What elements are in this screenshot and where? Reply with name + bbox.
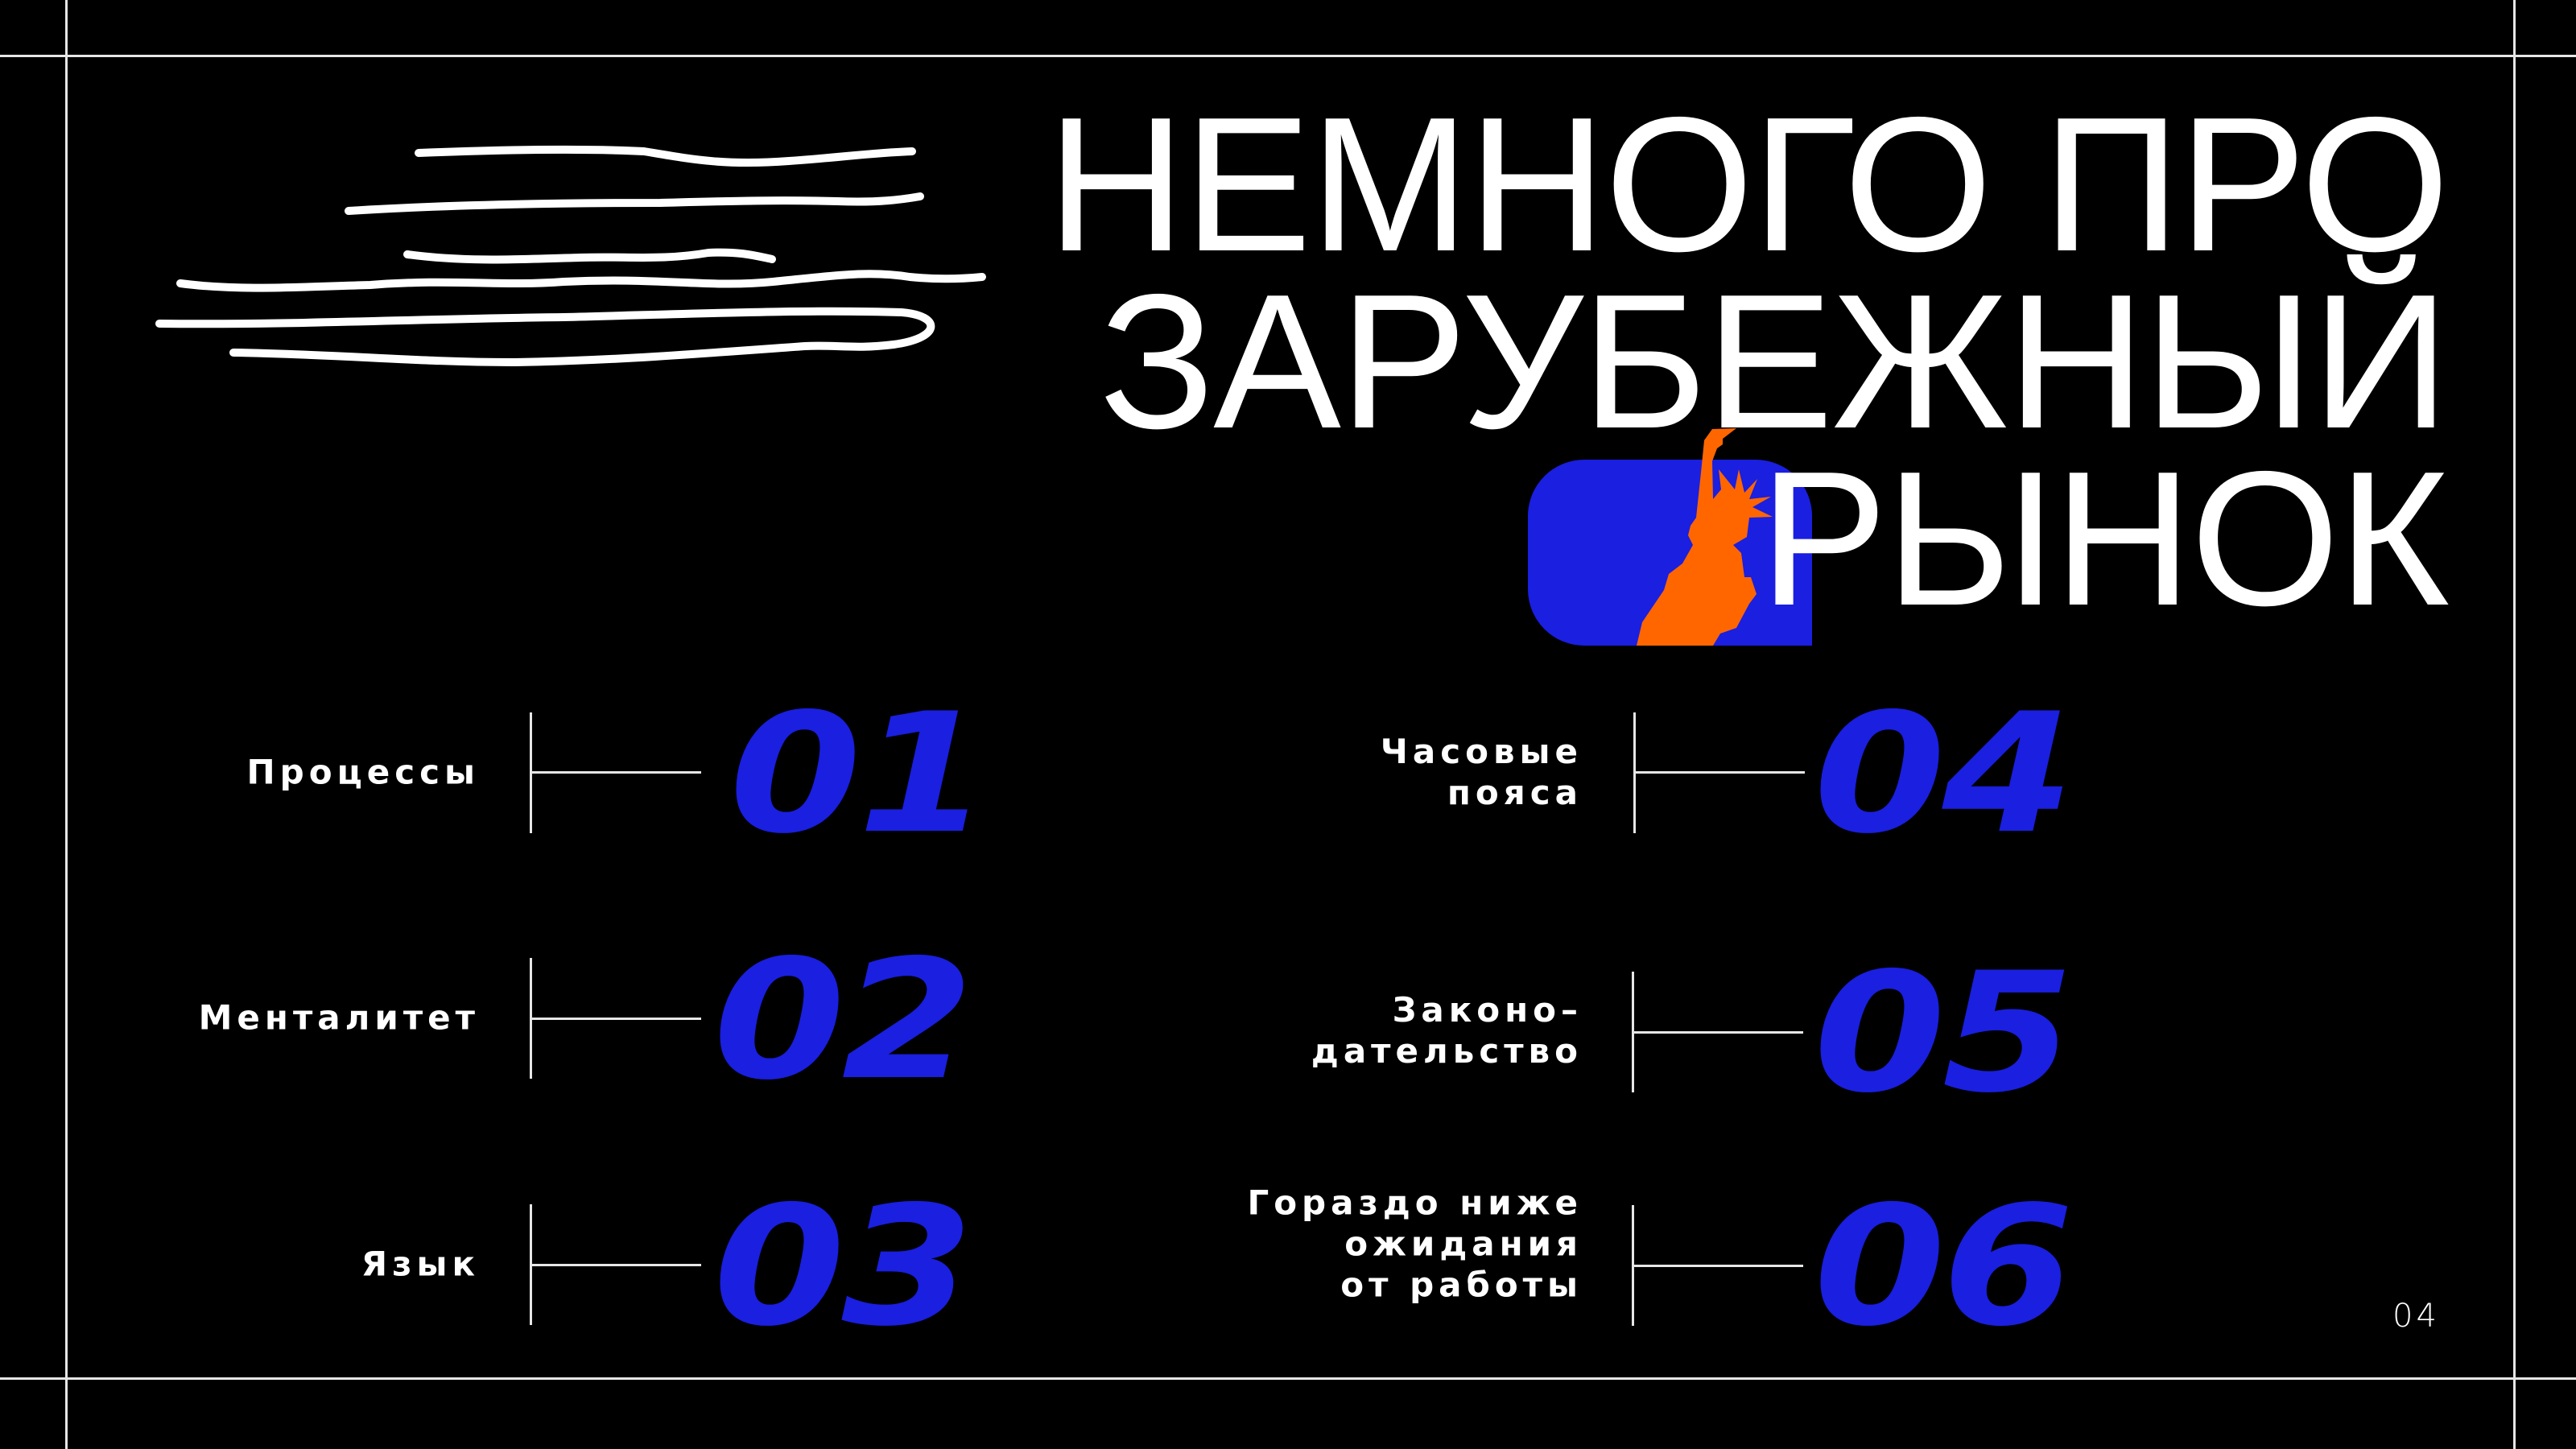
item-number-02: 02 <box>713 925 973 1117</box>
label-line: дательство <box>1311 1031 1583 1071</box>
item-label-mentality: Менталитет <box>199 997 480 1038</box>
item-connector <box>530 1018 701 1020</box>
grid-line-right <box>2513 0 2516 1449</box>
label-line: Язык <box>361 1244 480 1284</box>
item-label-language: Язык <box>361 1244 480 1285</box>
title-line-2: ЗАРУБЕЖНЫЙ <box>1099 255 2450 469</box>
item-number-01: 01 <box>729 679 989 870</box>
label-line: Процессы <box>246 752 480 792</box>
scribble-lines <box>155 145 986 367</box>
label-line: пояса <box>1447 773 1583 812</box>
grid-line-bottom <box>0 1377 2576 1380</box>
item-connector <box>1633 1031 1803 1034</box>
item-connector <box>530 1264 701 1266</box>
item-label-timezones: Часовые пояса <box>1381 731 1583 813</box>
item-label-processes: Процессы <box>247 752 480 793</box>
title-line-1: НЕМНОГО ПРО <box>1046 78 2450 291</box>
item-number-05: 05 <box>1814 938 2074 1129</box>
page-number: 04 <box>2392 1298 2440 1335</box>
item-number-03: 03 <box>713 1171 973 1363</box>
item-connector <box>1633 1265 1803 1267</box>
item-number-06: 06 <box>1814 1171 2074 1363</box>
grid-line-top <box>0 55 2576 57</box>
label-line: от работы <box>1340 1265 1583 1305</box>
grid-line-left <box>65 0 68 1449</box>
label-line: Менталитет <box>198 997 480 1038</box>
item-connector <box>1634 771 1805 774</box>
item-label-expectations: Гораздо ниже ожидания от работы <box>1247 1183 1583 1306</box>
item-number-04: 04 <box>1814 679 2074 870</box>
item-label-legislation: Законо– дательство <box>1311 989 1583 1071</box>
title-line-3: РЫНОК <box>1759 432 2450 646</box>
label-line: Гораздо ниже <box>1247 1183 1583 1223</box>
item-connector <box>530 771 701 774</box>
label-line: Часовые <box>1380 732 1583 771</box>
label-line: Законо– <box>1392 990 1583 1030</box>
statue-of-liberty-icon <box>1637 428 1773 646</box>
label-line: ожидания <box>1344 1224 1583 1264</box>
page-title: НЕМНОГО ПРО ЗАРУБЕЖНЫЙ РЫНОК <box>1046 78 2450 646</box>
